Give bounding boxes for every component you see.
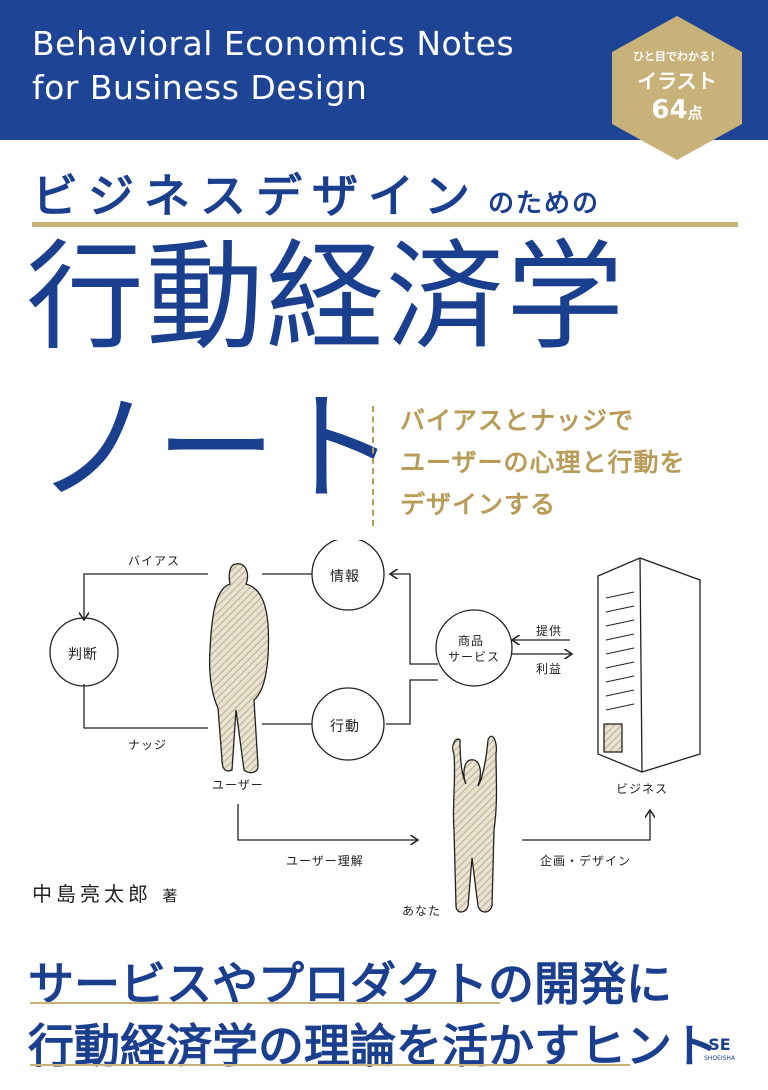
tagline: バイアスとナッジで ユーザーの心理と行動を デザインする xyxy=(400,400,760,526)
action-circle xyxy=(311,687,385,761)
illustration-badge: ひと目でわかる！ イラスト 64点 xyxy=(612,16,742,160)
user-figure xyxy=(208,563,270,774)
nudge-line xyxy=(83,684,208,729)
user-understanding-arrow xyxy=(237,804,418,840)
label-information: 情報 xyxy=(330,569,360,585)
author-name: 中島亮太郎 xyxy=(32,882,152,906)
judgment-circle xyxy=(49,617,119,687)
publisher-logo: SE SHOEISHA xyxy=(704,1035,736,1066)
label-action: 行動 xyxy=(330,719,360,735)
english-title: Behavioral Economics Notes for Business … xyxy=(32,22,514,110)
badge-count: 64点 xyxy=(651,94,703,125)
label-provide: 提供 xyxy=(536,624,563,638)
bias-arrow xyxy=(84,573,208,620)
author: 中島亮太郎 著 xyxy=(32,878,177,907)
bottom-underline2 xyxy=(30,1064,630,1066)
publisher-mark: SE xyxy=(708,1035,731,1054)
badge-unit: 点 xyxy=(687,103,703,122)
bottom-copy-line2: 行動経済学の理論を活かすヒント xyxy=(28,1019,718,1073)
label-product-line2: サービス xyxy=(448,650,501,664)
subtitle: ビジネスデザイン のための xyxy=(32,160,742,223)
subtitle-suffix: のための xyxy=(488,189,601,219)
planning-design-arrow xyxy=(522,810,650,841)
label-judgment: 判断 xyxy=(68,647,98,663)
english-title-line2: for Business Design xyxy=(32,68,368,107)
bottom-copy-line1: サービスやプロダクトの開発に xyxy=(28,957,672,1011)
bottom-underline1 xyxy=(30,1002,500,1004)
badge-small-text: ひと目でわかる！ xyxy=(633,49,721,63)
publisher-name: SHOEISHA xyxy=(704,1055,736,1062)
label-you: あなた xyxy=(402,904,442,918)
dashed-divider xyxy=(372,406,374,526)
badge-middle-text: イラスト xyxy=(637,68,717,93)
tagline-line1: バイアスとナッジで xyxy=(400,406,635,435)
tagline-line2: ユーザーの心理と行動を xyxy=(400,448,686,477)
gold-divider xyxy=(32,222,738,227)
english-title-line1: Behavioral Economics Notes xyxy=(32,24,515,63)
product-circle xyxy=(435,609,513,687)
diagram-illustration xyxy=(49,537,701,913)
you-figure xyxy=(452,735,498,913)
subtitle-main: ビジネスデザイン xyxy=(32,169,480,223)
tagline-line3: デザインする xyxy=(400,490,557,519)
product-info-arrow xyxy=(390,574,438,665)
label-user-understanding: ユーザー理解 xyxy=(286,854,364,868)
label-bias: バイアス xyxy=(128,554,181,568)
author-role: 著 xyxy=(162,887,178,905)
main-title-line1: 行動経済学 xyxy=(26,228,627,366)
label-user: ユーザー xyxy=(212,778,264,792)
label-product-line1: 商品 xyxy=(458,634,485,648)
main-title-line2: ノート xyxy=(36,380,396,519)
behavior-diagram: バイアス 判断 ナッジ 情報 行動 ユーザー 商品 サービス 提供 利益 ビジネ… xyxy=(0,537,768,930)
hexagon-badge-shape xyxy=(612,16,742,160)
label-planning-design: 企画・デザイン xyxy=(540,854,632,868)
action-product-line xyxy=(386,679,438,725)
label-nudge: ナッジ xyxy=(128,738,168,752)
label-business: ビジネス xyxy=(616,782,669,796)
label-profit: 利益 xyxy=(536,662,563,676)
